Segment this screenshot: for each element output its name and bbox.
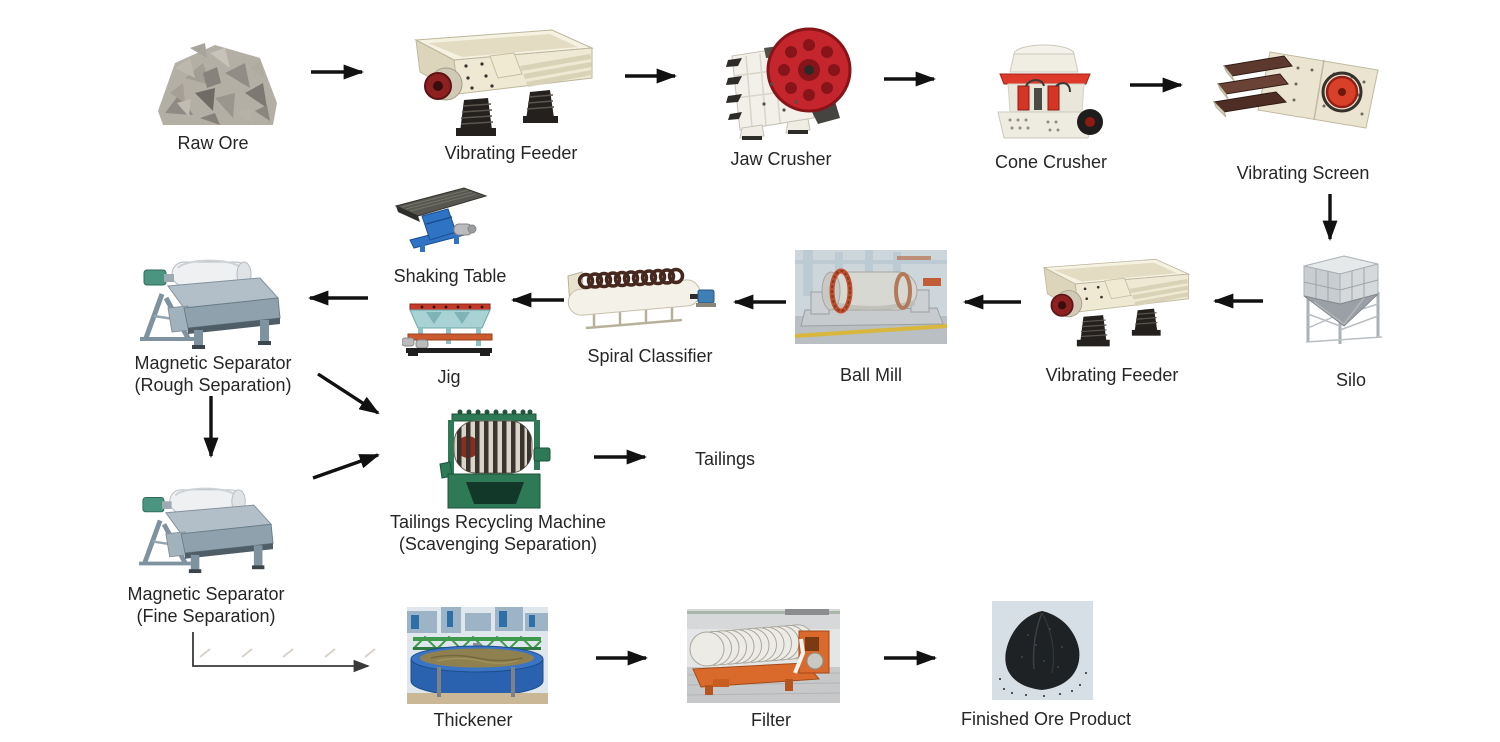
- arrow-rough-to-tailings-recycler: [317, 372, 380, 415]
- arrow-fine-to-thickener: [192, 632, 370, 673]
- arrow-fine-to-tailings-recycler: [312, 453, 380, 480]
- tailings-label: Tailings: [694, 449, 756, 469]
- magnetic-separator-rough-label: Magnetic Separator (Rough Separation): [134, 353, 292, 395]
- finished-ore-product-label: Finished Ore Product: [960, 709, 1132, 729]
- finished-ore-product-image: [992, 601, 1093, 700]
- vibrating-feeder-2-image: [1032, 256, 1194, 348]
- shaking-table-image: [392, 182, 494, 262]
- cone-crusher-image: [986, 38, 1108, 148]
- jaw-crusher-image: [712, 14, 854, 146]
- cone-crusher-label: Cone Crusher: [994, 152, 1108, 172]
- magnetic-separator-fine-image: [128, 486, 286, 574]
- vibrating-screen-label: Vibrating Screen: [1236, 163, 1370, 183]
- magnetic-separator-fine-label: Magnetic Separator (Fine Separation): [127, 584, 285, 626]
- filter-image: [687, 609, 840, 703]
- vibrating-screen-image: [1212, 40, 1398, 142]
- silo-label: Silo: [1335, 370, 1367, 390]
- spiral-classifier-label: Spiral Classifier: [587, 346, 713, 366]
- silo-image: [1294, 254, 1386, 348]
- raw-ore-image: [155, 33, 280, 128]
- magnetic-separator-rough-image: [132, 258, 290, 350]
- spiral-classifier-image: [560, 260, 722, 334]
- vibrating-feeder-2-label: Vibrating Feeder: [1045, 365, 1179, 385]
- elbow-arrow-hatch-marks: [199, 648, 376, 658]
- thickener-image: [407, 607, 548, 704]
- filter-label: Filter: [751, 710, 791, 730]
- vibrating-feeder-1-image: [402, 26, 598, 138]
- ball-mill-image: [795, 250, 947, 344]
- ball-mill-label: Ball Mill: [839, 365, 903, 385]
- vibrating-feeder-1-label: Vibrating Feeder: [444, 143, 578, 163]
- jaw-crusher-label: Jaw Crusher: [730, 149, 832, 169]
- jig-label: Jig: [437, 367, 461, 387]
- tailings-recycling-machine-label: Tailings Recycling Machine (Scavenging S…: [389, 512, 607, 554]
- tailings-recycling-machine-image: [436, 404, 552, 514]
- jig-image: [402, 296, 498, 358]
- thickener-label: Thickener: [433, 710, 513, 730]
- shaking-table-label: Shaking Table: [393, 266, 507, 286]
- raw-ore-label: Raw Ore: [177, 133, 249, 153]
